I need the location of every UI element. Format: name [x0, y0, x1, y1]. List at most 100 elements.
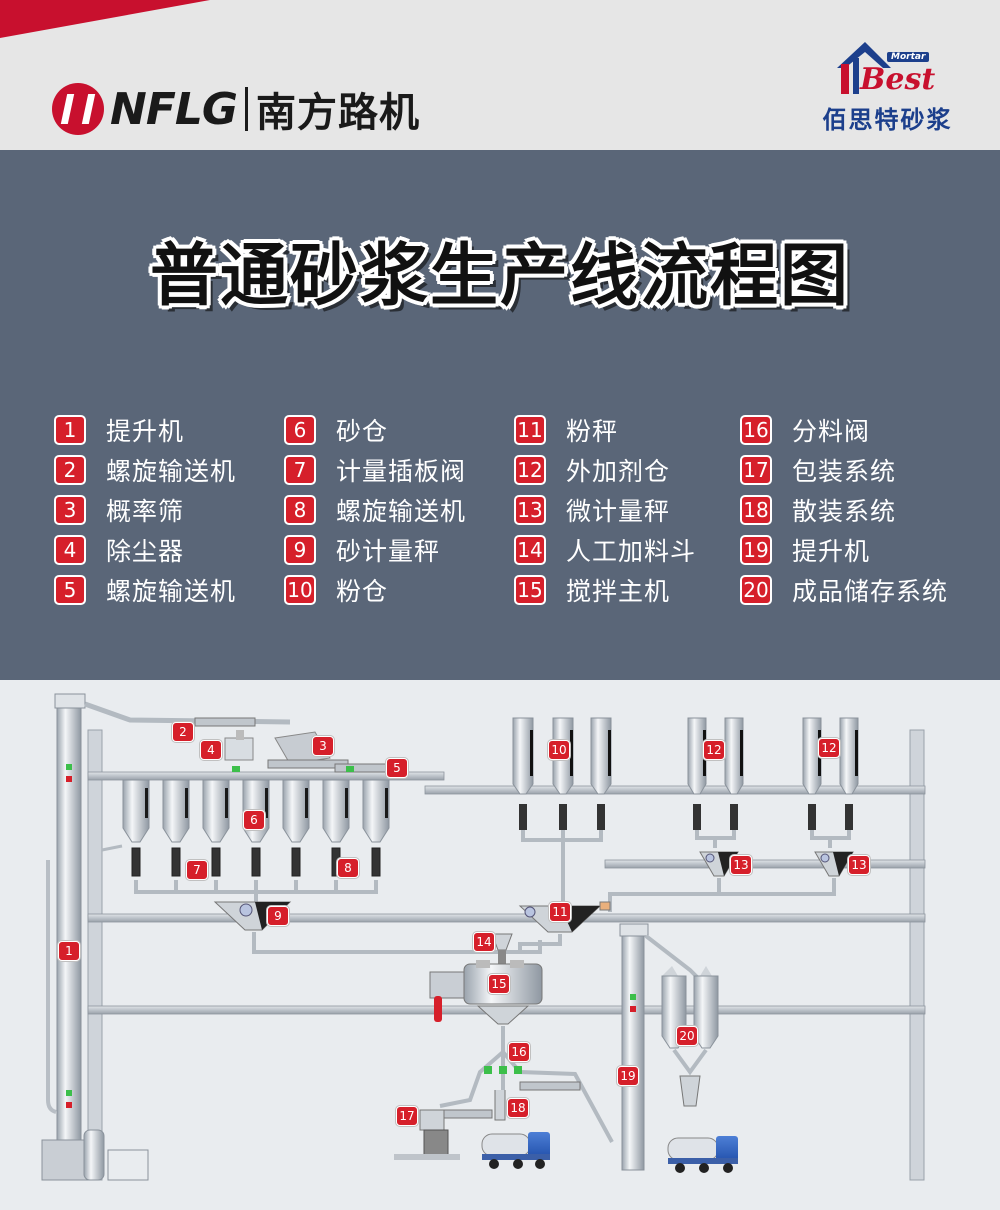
marker-distribution-valve: 16	[508, 1042, 530, 1062]
marker-screw-5: 5	[386, 758, 408, 778]
partner-cn: 佰思特砂浆	[822, 106, 953, 134]
legend-number-badge: 13	[514, 495, 546, 525]
marker-powder-silo: 10	[548, 740, 570, 760]
sand-silos	[101, 779, 390, 902]
legend-item: 19 提升机	[740, 530, 948, 570]
marker-mixer: 15	[488, 974, 510, 994]
legend-label: 粉仓	[336, 577, 389, 606]
legend-column: 16 分料阀 17 包装系统 18 散装系统 19 提升机 20 成品储存系统	[740, 410, 948, 610]
marker-micro-scale-a: 13	[730, 855, 752, 875]
legend-number-badge: 7	[284, 455, 316, 485]
legend-number-badge: 5	[54, 575, 86, 605]
plant-drawing	[41, 693, 926, 1181]
bulk-truck-1	[481, 1132, 550, 1169]
process-diagram: 1 2 3 4 5 6 7 8 9 10 11 12 12 13 13 14 1…	[0, 680, 1000, 1210]
legend-number-badge: 14	[514, 535, 546, 565]
marker-packing: 17	[396, 1106, 418, 1126]
marker-micro-scale-b: 13	[848, 855, 870, 875]
marker-additive-silo-b: 12	[818, 738, 840, 758]
marker-dust: 4	[200, 740, 222, 760]
legend-label: 微计量秤	[566, 497, 671, 526]
micro-scales-13	[608, 851, 854, 912]
brand-en: NFLG	[110, 83, 238, 135]
marker-gate-valve: 7	[186, 860, 208, 880]
legend-item: 4 除尘器	[54, 530, 236, 570]
house-roof-icon	[837, 42, 891, 94]
marker-powder-scale: 11	[549, 902, 571, 922]
marker-screen: 3	[312, 736, 334, 756]
legend-label: 概率筛	[106, 497, 185, 526]
legend-item: 20 成品储存系统	[740, 570, 948, 610]
partner-en: Best	[860, 62, 936, 97]
legend-number-badge: 17	[740, 455, 772, 485]
legend-item: 7 计量插板阀	[284, 450, 466, 490]
mixer-15	[429, 933, 543, 1025]
legend-number-badge: 16	[740, 415, 772, 445]
legend-item: 1 提升机	[54, 410, 236, 450]
marker-elevator-19: 19	[617, 1066, 639, 1086]
legend-label: 分料阀	[792, 417, 871, 446]
marker-screw-8: 8	[337, 858, 359, 878]
legend-item: 11 粉秤	[514, 410, 696, 450]
legend-item: 2 螺旋输送机	[54, 450, 236, 490]
marker-bulk: 18	[507, 1098, 529, 1118]
legend-label: 提升机	[106, 417, 185, 446]
legend-label: 粉秤	[566, 417, 619, 446]
legend-item: 17 包装系统	[740, 450, 948, 490]
legend-item: 16 分料阀	[740, 410, 948, 450]
legend-number-badge: 1	[54, 415, 86, 445]
bulk-truck-2	[667, 1136, 738, 1173]
marker-manual-hopper: 14	[473, 932, 495, 952]
legend-label: 包装系统	[792, 457, 897, 486]
distribution-16	[394, 1026, 614, 1160]
bucket-elevator-19	[619, 923, 702, 1171]
marker-screw-2: 2	[172, 722, 194, 742]
best-mortar-logo: Mortar Best 佰思特砂浆	[815, 38, 965, 138]
legend-label: 散装系统	[792, 497, 897, 526]
marker-sand-scale: 9	[267, 906, 289, 926]
legend-number-badge: 8	[284, 495, 316, 525]
legend-item: 18 散装系统	[740, 490, 948, 530]
legend-number-badge: 4	[54, 535, 86, 565]
legend-item: 12 外加剂仓	[514, 450, 696, 490]
legend-label: 砂计量秤	[336, 537, 441, 566]
bucket-elevator-1	[41, 693, 149, 1181]
legend-label: 砂仓	[336, 417, 389, 446]
partner-tag: Mortar	[887, 52, 930, 62]
legend-label: 外加剂仓	[566, 457, 671, 486]
legend-label: 提升机	[792, 537, 871, 566]
marker-elevator: 1	[58, 941, 80, 961]
marker-sand-silo: 6	[243, 810, 265, 830]
legend-label: 除尘器	[106, 537, 185, 566]
legend-number-badge: 15	[514, 575, 546, 605]
legend-number-badge: 10	[284, 575, 316, 605]
legend-label: 成品储存系统	[792, 577, 949, 606]
legend-label: 搅拌主机	[566, 577, 671, 606]
page-title: 普通砂浆生产线流程图	[149, 237, 850, 316]
legend-label: 螺旋输送机	[106, 457, 237, 486]
legend-number-badge: 2	[54, 455, 86, 485]
screw-conveyor-2	[84, 701, 291, 727]
legend-number-badge: 19	[740, 535, 772, 565]
legend-number-badge: 20	[740, 575, 772, 605]
legend-item: 3 概率筛	[54, 490, 236, 530]
legend-label: 计量插板阀	[336, 457, 467, 486]
brand-divider	[245, 87, 249, 131]
legend-number-badge: 18	[740, 495, 772, 525]
nflg-emblem-icon	[52, 83, 104, 135]
legend-number-badge: 11	[514, 415, 546, 445]
legend-item: 10 粉仓	[284, 570, 466, 610]
marker-additive-silo-a: 12	[703, 740, 725, 760]
legend-item: 13 微计量秤	[514, 490, 696, 530]
nflg-logo: NFLG 南方路机	[52, 78, 420, 140]
legend-item: 15 搅拌主机	[514, 570, 696, 610]
legend-number-badge: 3	[54, 495, 86, 525]
legend-number-badge: 12	[514, 455, 546, 485]
